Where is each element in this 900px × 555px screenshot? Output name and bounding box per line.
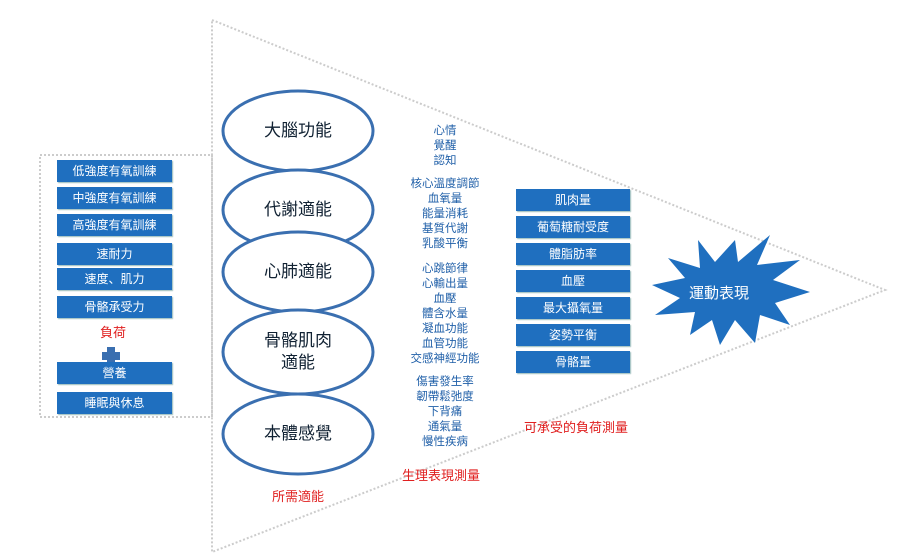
physiology-item: 能量消耗: [422, 206, 468, 220]
fitness-title: 所需適能: [272, 490, 325, 505]
load-box: 高強度有氧訓練: [57, 214, 172, 236]
physiology-item: 核心溫度調節: [410, 176, 480, 190]
ellipse-proprioception: [221, 392, 375, 476]
physiology-item: 心情: [433, 123, 457, 137]
load-box: 低強度有氧訓練: [57, 160, 172, 182]
recovery-box: 營養: [57, 362, 172, 384]
load-box: 中強度有氧訓練: [57, 187, 172, 209]
tolerable-box: 體脂肪率: [516, 243, 630, 265]
tolerable-title: 可承受的負荷測量: [524, 421, 629, 436]
physiology-item: 血管功能: [422, 336, 468, 350]
input-panel: [39, 154, 213, 418]
physiology-item: 乳酸平衡: [422, 236, 468, 250]
physiology-item: 下背痛: [427, 404, 463, 418]
tolerable-box: 血壓: [516, 270, 630, 292]
physiology-item: 韌帶鬆弛度: [416, 389, 474, 403]
outcome-label: 運動表現: [683, 280, 755, 306]
load-box: 速耐力: [57, 243, 172, 265]
physiology-title: 生理表現測量: [402, 469, 481, 484]
recovery-box: 睡眠與休息: [57, 392, 172, 414]
tolerable-box: 最大攝氧量: [516, 297, 630, 319]
physiology-item: 基質代謝: [422, 221, 468, 235]
fitness-label: 心肺適能: [264, 262, 332, 282]
load-box: 骨骼承受力: [57, 296, 172, 318]
fitness-label: 骨骼肌肉 適能: [264, 331, 332, 373]
physiology-item: 傷害發生率: [416, 374, 474, 388]
plus-icon: [102, 347, 120, 365]
physiology-item: 覺醒: [433, 138, 457, 152]
physiology-item: 通氣量: [427, 419, 463, 433]
physiology-item: 血氧量: [427, 191, 463, 205]
funnel-triangle: [211, 18, 888, 554]
load-box: 速度、肌力: [57, 268, 172, 290]
tolerable-box: 葡萄糖耐受度: [516, 216, 630, 238]
physiology-item: 交感神經功能: [410, 351, 480, 365]
physiology-item: 慢性疾病: [422, 434, 468, 448]
physiology-item: 心跳節律: [422, 261, 468, 275]
tolerable-box: 肌肉量: [516, 189, 630, 211]
physiology-item: 認知: [433, 153, 457, 167]
fitness-ellipses: [221, 89, 375, 476]
tolerable-box: 骨骼量: [516, 351, 630, 373]
fitness-label: 本體感覺: [264, 424, 332, 444]
physiology-item: 心輸出量: [422, 276, 468, 290]
physiology-item: 體含水量: [422, 306, 468, 320]
physiology-item: 血壓: [433, 291, 457, 305]
fitness-label: 代謝適能: [264, 200, 332, 220]
fitness-label: 大腦功能: [264, 121, 332, 141]
physiology-item: 凝血功能: [422, 321, 468, 335]
tolerable-box: 姿勢平衡: [516, 324, 630, 346]
load-label: 負荷: [100, 326, 127, 341]
